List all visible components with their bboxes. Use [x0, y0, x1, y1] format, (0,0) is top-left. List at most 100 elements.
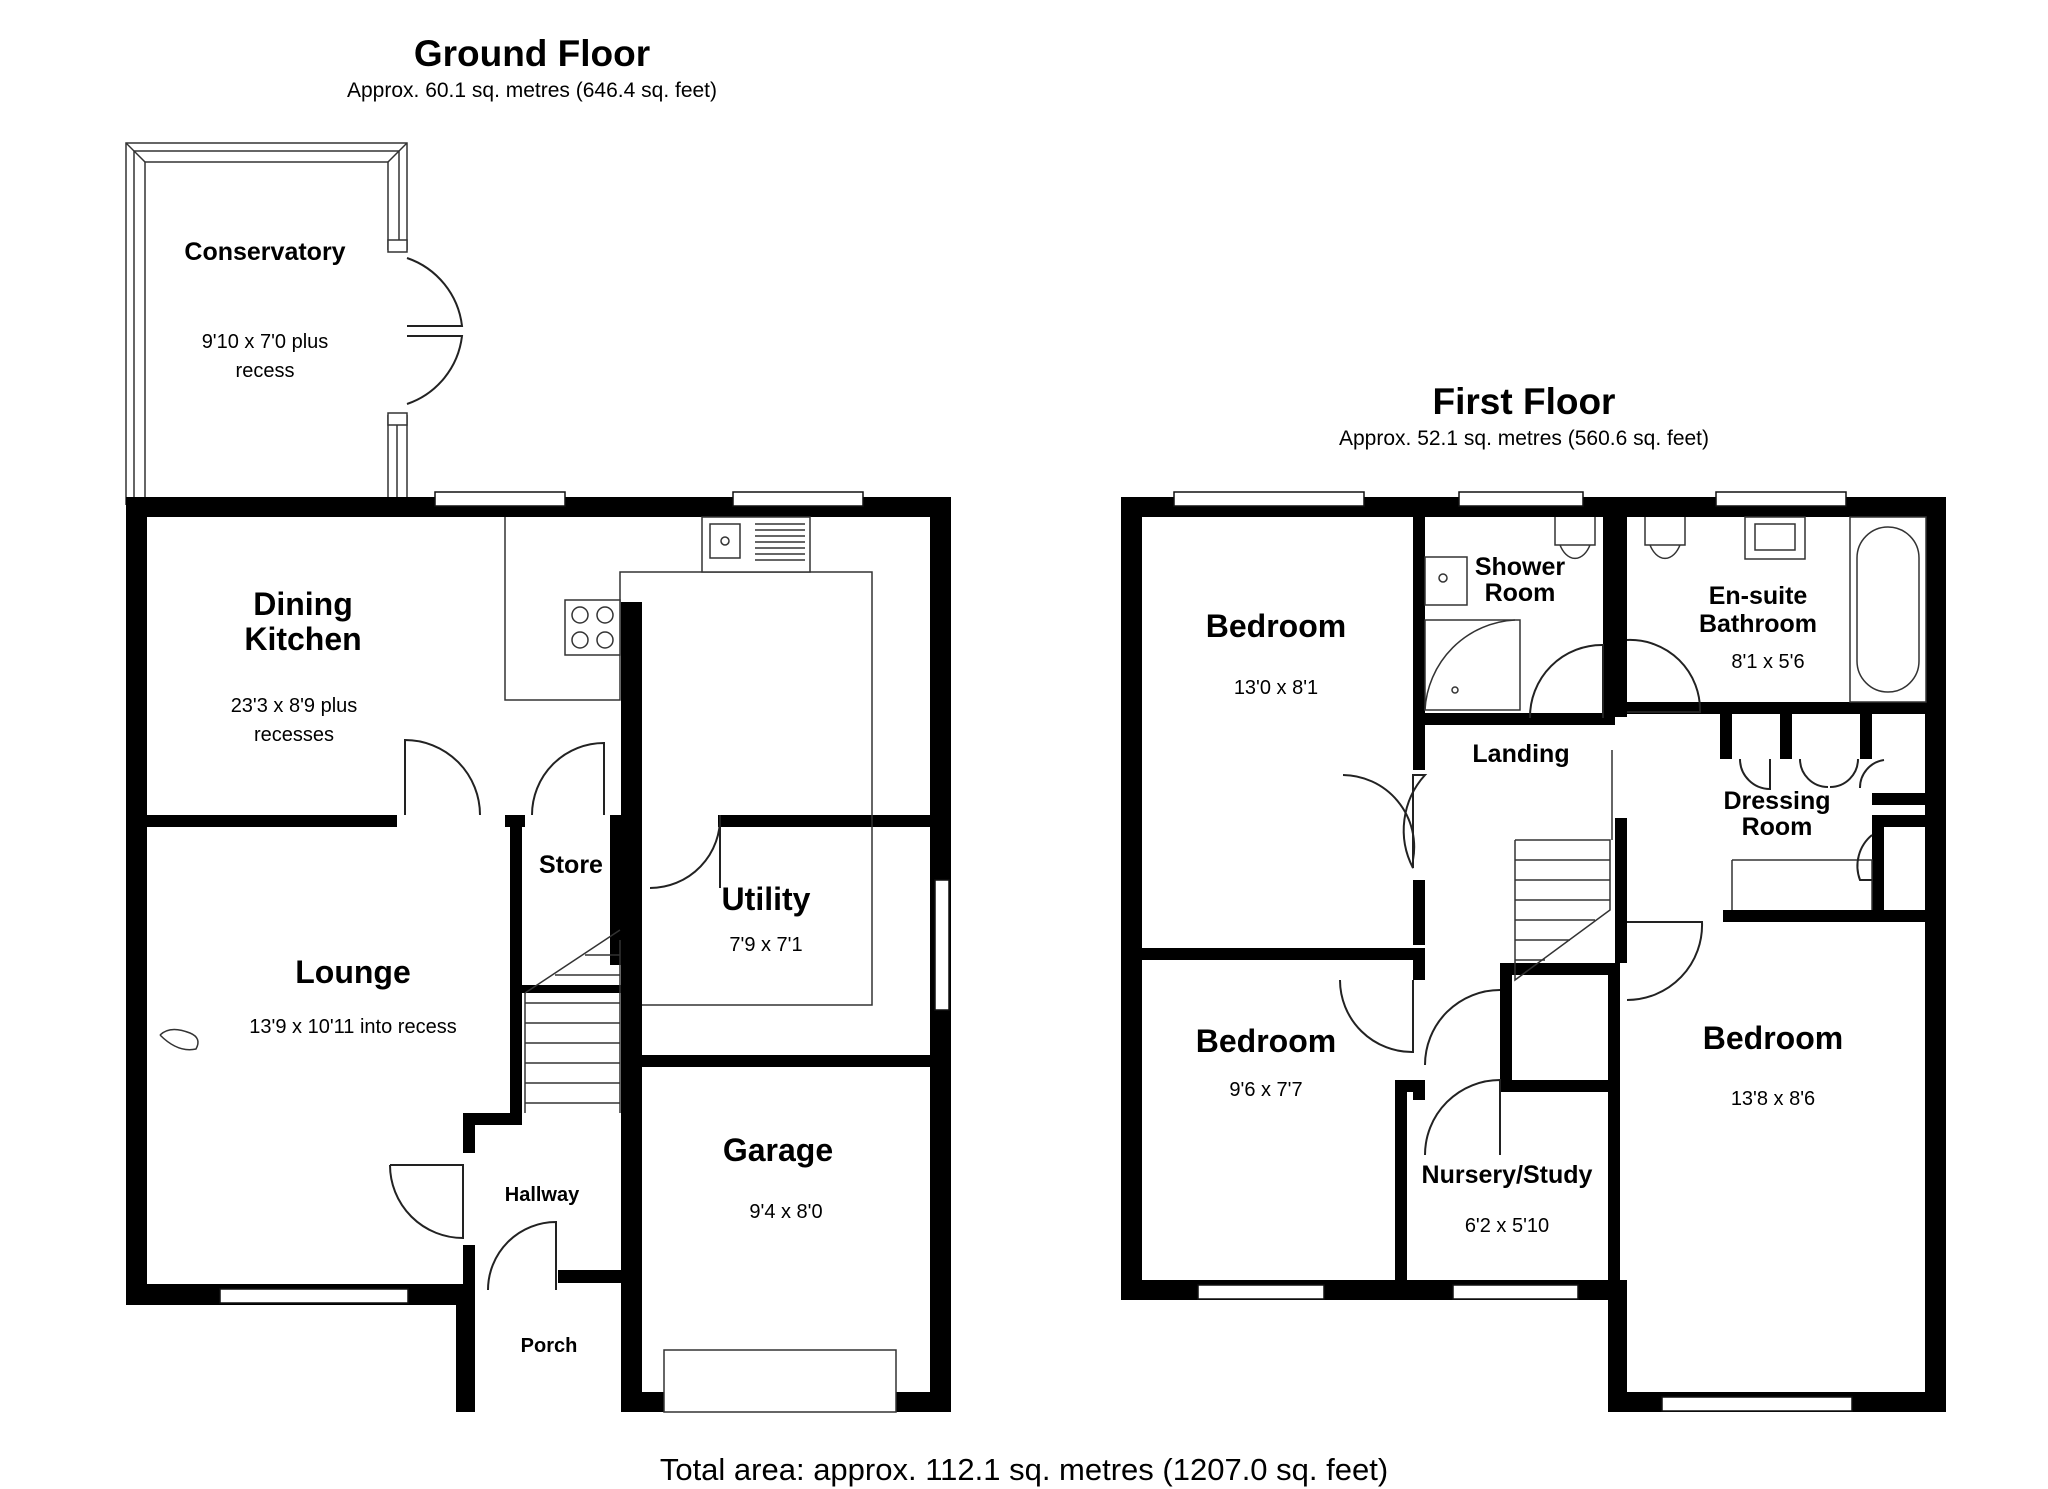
ensuite-name-2: Bathroom	[1699, 610, 1817, 638]
fireplace-icon	[159, 1028, 199, 1051]
dressing-room-name-2: Room	[1742, 813, 1813, 841]
ground-floor-plan: Conservatory 9'10 x 7'0 plus recess Dini…	[125, 142, 951, 1413]
conservatory-frame	[125, 142, 464, 505]
gf-wall-porch-jamb	[463, 1245, 475, 1285]
bedroom-3-name: Bedroom	[1703, 1020, 1843, 1056]
ff-wall-cupboard-south	[1500, 1080, 1620, 1092]
gf-windows	[219, 491, 950, 1304]
dining-kitchen-dims: 23'3 x 8'9 plus	[231, 695, 358, 717]
gf-wall-lounge-east	[510, 815, 522, 1123]
bedroom-1-name: Bedroom	[1206, 608, 1346, 644]
ff-wall-wardrobe-b	[1780, 714, 1792, 759]
gf-wall-lounge-north	[147, 815, 397, 827]
gf-wall-store-south	[520, 985, 624, 993]
conservatory-dims-2: recess	[236, 360, 295, 382]
gf-wall-porch-west	[456, 1284, 475, 1412]
dressing-rail	[1731, 859, 1873, 910]
ff-wall-landing-east	[1615, 818, 1627, 963]
total-area: Total area: approx. 112.1 sq. metres (12…	[660, 1452, 1388, 1487]
first-floor-title: First Floor	[1433, 381, 1616, 422]
nursery-label: Nursery/Study 6'2 x 5'10	[1422, 1161, 1593, 1237]
ff-wall-dressing-south	[1723, 910, 1926, 922]
shower-tray-icon	[1424, 619, 1516, 711]
gf-wall-utility-south	[621, 1055, 950, 1067]
hob-icon	[564, 599, 621, 656]
lounge-name: Lounge	[295, 954, 411, 990]
gf-wall-garage-west	[621, 602, 642, 1412]
ff-wall-nursery-west	[1395, 1080, 1407, 1280]
nursery-name: Nursery/Study	[1422, 1161, 1593, 1189]
bath-icon	[1849, 516, 1927, 703]
porch-name: Porch	[521, 1335, 578, 1357]
bedroom-3-label: Bedroom 13'8 x 8'6	[1703, 1020, 1843, 1110]
kitchen-units	[504, 516, 873, 1006]
first-floor-plan: Bedroom 13'0 x 8'1 Shower Room En-suite …	[1121, 491, 1946, 1412]
dining-kitchen-label: Dining Kitchen 23'3 x 8'9 plus recesses	[231, 586, 362, 746]
dressing-room-label: Dressing Room	[1724, 787, 1831, 841]
bedroom-1-label: Bedroom 13'0 x 8'1	[1206, 608, 1346, 699]
store-name: Store	[539, 851, 603, 879]
ff-wall-bed1-east-top	[1413, 517, 1425, 770]
garage-door	[663, 1349, 897, 1413]
dining-kitchen-dims-2: recesses	[254, 724, 334, 746]
hallway-name: Hallway	[505, 1184, 580, 1206]
ff-wall-cupboard-c	[1872, 793, 1926, 805]
garage-dims: 9'4 x 8'0	[749, 1201, 822, 1223]
ff-doors	[1339, 638, 1885, 1156]
ff-wall-wardrobe-c	[1860, 714, 1872, 759]
bedroom-2-label: Bedroom 9'6 x 7'7	[1196, 1023, 1336, 1101]
gf-wall-porch-north	[558, 1270, 624, 1283]
ff-wall-west	[1121, 497, 1142, 1300]
utility-dims: 7'9 x 7'1	[729, 934, 802, 956]
shower-room-name-1: Shower	[1475, 553, 1566, 581]
gf-wall-utility-north	[718, 815, 930, 827]
ff-wall-east	[1925, 497, 1946, 1412]
bedroom-3-dims: 13'8 x 8'6	[1731, 1088, 1815, 1110]
ff-wall-cupboard-west	[1500, 963, 1512, 1083]
ff-wall-cupboard-e	[1872, 815, 1926, 827]
utility-name: Utility	[722, 881, 811, 917]
sink-icon	[701, 516, 811, 573]
ensuite-dims: 8'1 x 5'6	[1731, 651, 1804, 673]
gf-wall-west	[126, 497, 147, 1305]
lounge-label: Lounge 13'9 x 10'11 into recess	[249, 954, 456, 1038]
wc-icon	[1554, 517, 1596, 560]
bedroom-2-dims: 9'6 x 7'7	[1229, 1079, 1302, 1101]
ff-wall-shower-south	[1413, 713, 1615, 725]
gf-wall-store-east	[610, 815, 624, 965]
ff-wall-cupboard-d	[1872, 815, 1884, 910]
ensuite-wc-icon	[1644, 517, 1686, 560]
gf-doors	[389, 738, 722, 1291]
gf-wall-hall-jog	[463, 1113, 522, 1125]
garage-name: Garage	[723, 1132, 833, 1168]
gf-wall-hall-jog-v	[463, 1113, 475, 1153]
gf-staircase	[524, 929, 621, 1113]
gf-wall-north-left	[126, 497, 414, 517]
conservatory-name: Conservatory	[184, 238, 345, 266]
ff-wall-bed1-east-bottom	[1413, 880, 1425, 945]
ensuite-name-1: En-suite	[1709, 582, 1808, 610]
shower-room-label: Shower Room	[1475, 553, 1566, 607]
bedroom-2-name: Bedroom	[1196, 1023, 1336, 1059]
lounge-dims: 13'9 x 10'11 into recess	[249, 1016, 456, 1038]
bedroom-1-dims: 13'0 x 8'1	[1234, 677, 1318, 699]
bathroom-fittings	[1424, 516, 1927, 711]
garage-label: Garage 9'4 x 8'0	[723, 1132, 833, 1223]
shower-room-name-2: Room	[1485, 579, 1556, 607]
ff-wall-cupboard-north	[1500, 963, 1620, 975]
ff-windows	[1173, 491, 1853, 1412]
ground-floor-title: Ground Floor	[414, 33, 650, 74]
nursery-dims: 6'2 x 5'10	[1465, 1215, 1549, 1237]
ff-wall-shower-east	[1603, 517, 1615, 717]
ff-wall-bed1-south	[1142, 948, 1425, 960]
ff-wall-ensuite-west	[1615, 517, 1627, 717]
conservatory-dims: 9'10 x 7'0 plus	[202, 331, 329, 353]
ff-wall-bed2-east-top	[1413, 960, 1425, 980]
ff-wall-wardrobe-a	[1720, 714, 1732, 759]
ff-wall-bed3-west	[1608, 963, 1620, 1293]
dressing-room-name-1: Dressing	[1724, 787, 1831, 815]
utility-label: Utility 7'9 x 7'1	[722, 881, 811, 956]
ground-floor-area: Approx. 60.1 sq. metres (646.4 sq. feet)	[347, 79, 717, 102]
landing-name: Landing	[1472, 740, 1569, 768]
